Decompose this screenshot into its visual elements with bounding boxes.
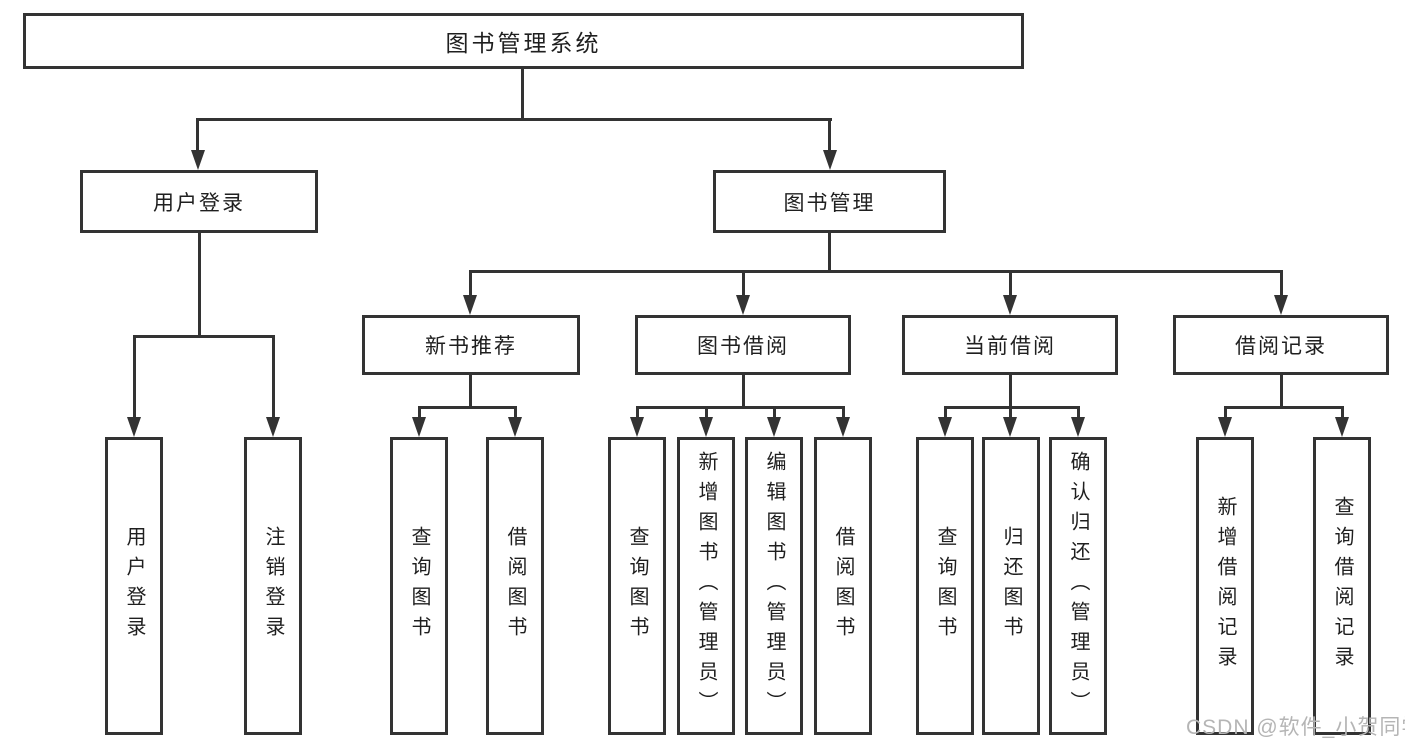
leaf-borrow-book: 借阅图书 [814, 437, 872, 735]
connector-new-book-recommend-bus [417, 406, 517, 409]
connector-user-login-bus [132, 335, 275, 338]
leaf-borrow-book-label: 借阅图书 [832, 526, 854, 646]
connector-new-book-recommend-trunk [468, 375, 472, 409]
connector-leaf-stem [943, 406, 947, 420]
connector-root-trunk [520, 69, 524, 121]
connector-leaf-stem [772, 406, 776, 420]
connector-current-borrow-stem [1008, 270, 1012, 297]
arrow-down-icon [767, 417, 781, 437]
leaf-borrow-query-book: 查询图书 [608, 437, 666, 735]
arrow-down-icon [266, 417, 280, 437]
arrow-down-icon [463, 295, 477, 315]
connector-book-management-stem [828, 118, 831, 152]
connector-borrow-records-bus [1223, 406, 1344, 409]
connector-book-management-trunk [828, 233, 831, 273]
leaf-recommend-query-book: 查询图书 [390, 437, 448, 735]
leaf-recommend-borrow-book-label: 借阅图书 [504, 526, 526, 646]
connector-book-borrow-trunk [741, 375, 745, 409]
leaf-edit-book-admin: 编辑图书（管理员） [745, 437, 803, 735]
connector-level2-bus [468, 270, 1283, 273]
arrow-down-icon [1274, 295, 1288, 315]
arrow-down-icon [736, 295, 750, 315]
node-user-login: 用户登录 [80, 170, 318, 233]
arrow-down-icon [699, 417, 713, 437]
leaf-query-borrow-record: 查询借阅记录 [1313, 437, 1371, 735]
leaf-current-query-book-label: 查询图书 [934, 526, 956, 646]
node-borrow-records: 借阅记录 [1173, 315, 1389, 375]
leaf-recommend-query-book-label: 查询图书 [408, 526, 430, 646]
node-root: 图书管理系统 [23, 13, 1024, 69]
leaf-logout-label: 注销登录 [262, 526, 284, 646]
leaf-confirm-return-admin-label: 确认归还（管理员） [1067, 451, 1089, 721]
connector-leaf-stem [704, 406, 708, 420]
connector-leaf-stem [1223, 406, 1227, 420]
arrow-down-icon [836, 417, 850, 437]
node-book-management-label: 图书管理 [783, 191, 876, 215]
connector-leaf-stem [1076, 406, 1080, 420]
arrow-down-icon [822, 150, 837, 170]
connector-leaf-stem [417, 406, 421, 420]
node-book-management: 图书管理 [713, 170, 946, 233]
connector-leaf-stem [1340, 406, 1344, 420]
leaf-recommend-borrow-book: 借阅图书 [486, 437, 544, 735]
node-new-book-recommend-label: 新书推荐 [425, 335, 517, 358]
connector-leaf-stem [1008, 406, 1012, 420]
leaf-add-book-admin-label: 新增图书（管理员） [695, 451, 717, 721]
node-new-book-recommend: 新书推荐 [362, 315, 580, 375]
leaf-return-book-label: 归还图书 [1000, 526, 1022, 646]
leaf-add-borrow-record: 新增借阅记录 [1196, 437, 1254, 735]
node-user-login-label: 用户登录 [153, 191, 245, 215]
node-book-borrow: 图书借阅 [635, 315, 851, 375]
arrow-down-icon [1218, 417, 1232, 437]
connector-user-login-stem [196, 118, 199, 152]
connector-leaf-user-login-stem [132, 335, 136, 419]
arrow-down-icon [190, 150, 205, 170]
connector-book-borrow-stem [741, 270, 745, 297]
connector-leaf-logout-stem [271, 335, 275, 419]
node-current-borrow: 当前借阅 [902, 315, 1118, 375]
arrow-down-icon [508, 417, 522, 437]
connector-current-borrow-bus [943, 406, 1080, 409]
connector-borrow-records-trunk [1279, 375, 1283, 409]
arrow-down-icon [127, 417, 141, 437]
arrow-down-icon [1335, 417, 1349, 437]
leaf-borrow-query-book-label: 查询图书 [626, 526, 648, 646]
node-book-borrow-label: 图书借阅 [697, 335, 789, 358]
connector-leaf-stem [841, 406, 845, 420]
leaf-return-book: 归还图书 [982, 437, 1040, 735]
arrow-down-icon [1003, 417, 1017, 437]
connector-current-borrow-trunk [1008, 375, 1012, 409]
connector-leaf-stem [513, 406, 517, 420]
leaf-confirm-return-admin: 确认归还（管理员） [1049, 437, 1107, 735]
csdn-watermark: CSDN @软件_小贺同学 [1186, 716, 1405, 739]
connector-user-login-trunk [197, 233, 201, 338]
arrow-down-icon [1003, 295, 1017, 315]
leaf-edit-book-admin-label: 编辑图书（管理员） [763, 451, 785, 721]
arrow-down-icon [938, 417, 952, 437]
leaf-user-login-label: 用户登录 [123, 526, 145, 646]
node-borrow-records-label: 借阅记录 [1235, 335, 1327, 358]
leaf-current-query-book: 查询图书 [916, 437, 974, 735]
leaf-add-book-admin: 新增图书（管理员） [677, 437, 735, 735]
arrow-down-icon [1071, 417, 1085, 437]
node-current-borrow-label: 当前借阅 [964, 335, 1056, 358]
connector-borrow-records-stem [1279, 270, 1283, 297]
connector-leaf-stem [635, 406, 639, 420]
leaf-add-borrow-record-label: 新增借阅记录 [1214, 496, 1236, 676]
leaf-logout: 注销登录 [244, 437, 302, 735]
connector-book-borrow-bus [635, 406, 845, 409]
leaf-user-login: 用户登录 [105, 437, 163, 735]
leaf-query-borrow-record-label: 查询借阅记录 [1331, 496, 1353, 676]
arrow-down-icon [630, 417, 644, 437]
connector-new-book-recommend-stem [468, 270, 472, 297]
connector-level1-bus [196, 118, 832, 121]
arrow-down-icon [412, 417, 426, 437]
node-root-label: 图书管理系统 [445, 30, 602, 56]
